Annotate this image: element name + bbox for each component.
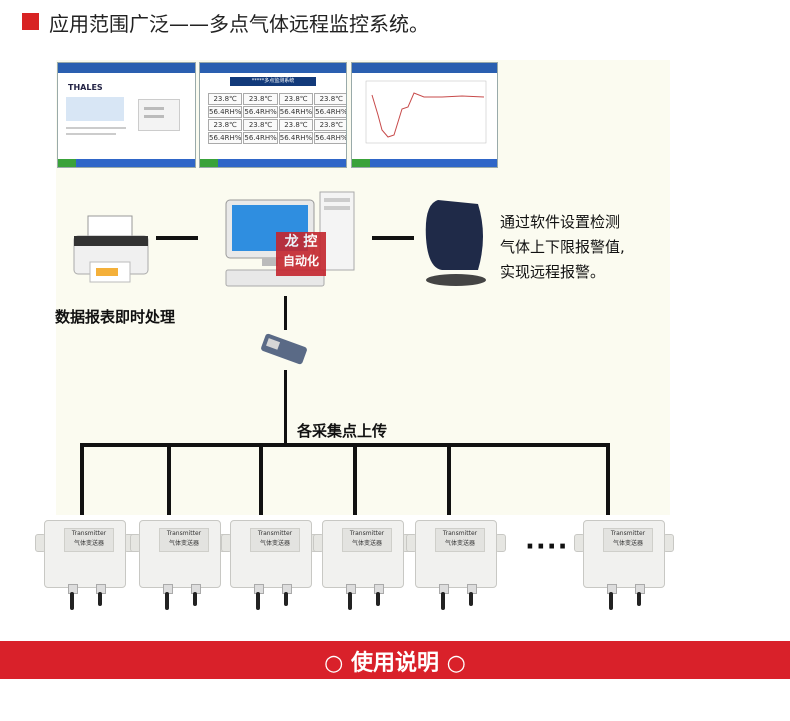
printer-icon bbox=[73, 215, 149, 283]
usage-instructions-label: ○ 使用说明 ○ bbox=[324, 651, 466, 676]
table-cell: 23.8℃ bbox=[243, 119, 278, 131]
table-cell: 23.8℃ bbox=[314, 119, 346, 131]
alarm-caption-line: 通过软件设置检测 bbox=[500, 213, 621, 231]
table-cell: 23.8℃ bbox=[314, 93, 346, 105]
table-cell: 23.8℃ bbox=[278, 119, 314, 131]
drop-line bbox=[259, 443, 263, 515]
table-cell: 56.4RH% bbox=[243, 132, 278, 144]
more-ellipsis: ···· bbox=[525, 532, 569, 562]
transmitter-label-en: Transmitter bbox=[349, 530, 385, 537]
table-cell: 56.4RH% bbox=[314, 132, 347, 144]
login-brand: THALES bbox=[68, 83, 103, 92]
drop-line bbox=[606, 443, 610, 515]
gas-transmitter: Transmitter 气体变送器 bbox=[221, 520, 321, 610]
brand-badge-bottom: 自动化 bbox=[282, 254, 319, 268]
curve-graph bbox=[365, 80, 487, 144]
drop-line bbox=[353, 443, 357, 515]
transmitter-label-en: Transmitter bbox=[71, 530, 107, 537]
table-header: *****多点监测系统 bbox=[230, 77, 316, 86]
table-cell: 56.4RH% bbox=[208, 106, 243, 118]
transmitter-label: Transmitter 气体变送器 bbox=[250, 528, 300, 552]
alarm-caption: 通过软件设置检测 气体上下限报警值, 实现远程报警。 bbox=[500, 210, 625, 285]
brand-badge: 龙 控 自动化 bbox=[276, 232, 326, 276]
transmitter-label-en: Transmitter bbox=[610, 530, 646, 537]
transmitter-label-cn: 气体变送器 bbox=[444, 540, 475, 547]
transmitter-label-cn: 气体变送器 bbox=[73, 540, 104, 547]
gas-transmitter: Transmitter 气体变送器 bbox=[406, 520, 506, 610]
transmitter-label: Transmitter 气体变送器 bbox=[159, 528, 209, 552]
transmitter-label: Transmitter 气体变送器 bbox=[435, 528, 485, 552]
footer-bar bbox=[0, 641, 790, 679]
transmitter-label: Transmitter 气体变送器 bbox=[603, 528, 653, 552]
heading-marker bbox=[22, 13, 39, 30]
trunk-lower bbox=[284, 370, 287, 444]
transmitter-label-cn: 气体变送器 bbox=[259, 540, 290, 547]
transmitter-label-cn: 气体变送器 bbox=[351, 540, 382, 547]
drop-line bbox=[447, 443, 451, 515]
table-cell: 56.4RH% bbox=[243, 106, 278, 118]
transmitter-label: Transmitter 气体变送器 bbox=[342, 528, 392, 552]
transmitter-label-en: Transmitter bbox=[442, 530, 478, 537]
alarm-link-line bbox=[372, 236, 414, 240]
gas-transmitter: Transmitter 气体变送器 bbox=[130, 520, 230, 610]
brand-badge-top: 龙 控 bbox=[284, 234, 318, 250]
printer-caption: 数据报表即时处理 bbox=[55, 308, 176, 326]
drop-line bbox=[167, 443, 171, 515]
network-caption: 各采集点上传 bbox=[297, 422, 388, 440]
gas-transmitter: Transmitter 气体变送器 bbox=[35, 520, 135, 610]
gas-transmitter: Transmitter 气体变送器 bbox=[574, 520, 674, 610]
table-cell: 56.4RH% bbox=[278, 106, 314, 118]
transmitter-label-cn: 气体变送器 bbox=[612, 540, 643, 547]
screenshot-curve bbox=[351, 62, 498, 168]
screenshot-login: THALES bbox=[57, 62, 196, 168]
table-cell: 23.8℃ bbox=[243, 93, 278, 105]
table-cell: 23.8℃ bbox=[208, 93, 243, 105]
screenshot-data-table: *****多点监测系统 23.8℃23.8℃23.8℃23.8℃23.8℃56.… bbox=[199, 62, 347, 168]
drop-line bbox=[80, 443, 84, 515]
table-cell: 56.4RH% bbox=[278, 132, 314, 144]
alarm-caption-line: 气体上下限报警值, bbox=[500, 238, 625, 256]
transmitter-label-en: Transmitter bbox=[257, 530, 293, 537]
alarm-device-icon bbox=[425, 200, 486, 286]
gas-transmitter: Transmitter 气体变送器 bbox=[313, 520, 413, 610]
transmitter-label-en: Transmitter bbox=[166, 530, 202, 537]
printer-link-line bbox=[156, 236, 198, 240]
alarm-caption-line: 实现远程报警。 bbox=[500, 263, 606, 281]
table-cell: 23.8℃ bbox=[208, 119, 243, 131]
table-cell: 23.8℃ bbox=[278, 93, 314, 105]
transmitter-label-cn: 气体变送器 bbox=[168, 540, 199, 547]
table-cell: 56.4RH% bbox=[208, 132, 243, 144]
data-grid: 23.8℃23.8℃23.8℃23.8℃23.8℃56.4RH%56.4RH%5… bbox=[208, 93, 346, 144]
table-cell: 56.4RH% bbox=[314, 106, 347, 118]
transmitter-label: Transmitter 气体变送器 bbox=[64, 528, 114, 552]
trunk-upper bbox=[284, 296, 287, 330]
converter-icon bbox=[261, 333, 307, 365]
bus-line bbox=[80, 443, 610, 447]
section-title: 应用范围广泛——多点气体远程监控系统。 bbox=[49, 12, 429, 36]
